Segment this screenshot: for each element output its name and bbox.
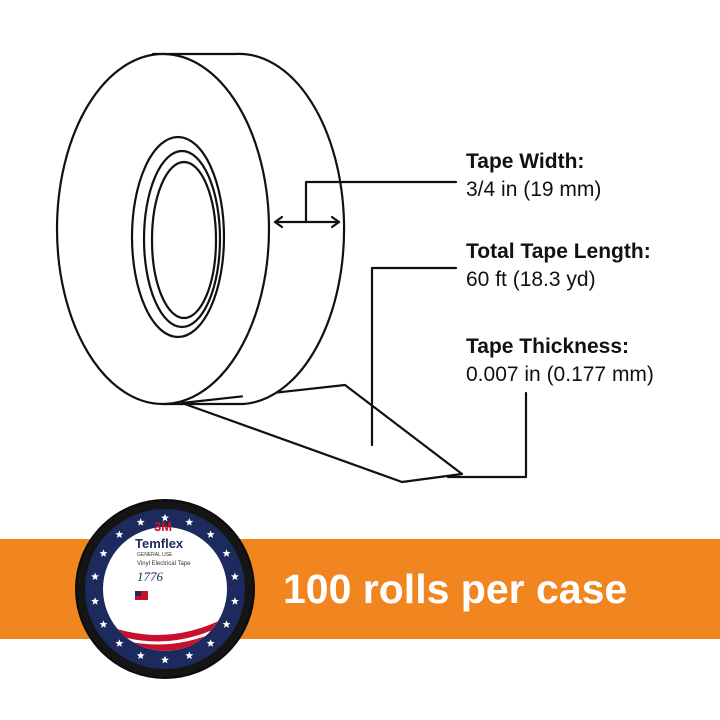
badge-subtitle: GENERAL USE	[137, 552, 173, 558]
star-icon	[115, 639, 124, 647]
product-tape-roll-photo: 3M Temflex GENERAL USE Vinyl Electrical …	[75, 499, 255, 679]
spec-thickness-value: 0.007 in (0.177 mm)	[466, 363, 654, 386]
roll-core-inner	[150, 160, 218, 320]
roll-core-middle	[142, 149, 222, 329]
star-icon	[222, 620, 231, 628]
banner-text: 100 rolls per case	[283, 566, 628, 612]
roll-core-outer	[130, 135, 226, 339]
star-icon	[115, 530, 124, 539]
star-ring	[91, 513, 239, 664]
spec-width-value: 3/4 in (19 mm)	[466, 178, 602, 201]
badge-type: Vinyl Electrical Tape	[137, 561, 191, 567]
star-icon	[206, 530, 215, 539]
star-icon	[230, 597, 239, 605]
star-icon	[230, 572, 239, 581]
star-icon	[136, 651, 145, 660]
badge-brand: 3M	[154, 519, 172, 534]
spec-length-label: Total Tape Length:	[466, 240, 651, 263]
width-leader-line	[304, 180, 458, 224]
spec-thickness-label: Tape Thickness:	[466, 335, 629, 358]
star-icon	[161, 513, 169, 522]
star-icon	[222, 549, 231, 557]
star-icon	[99, 549, 108, 557]
star-icon	[185, 651, 194, 660]
thickness-leader-line	[446, 391, 528, 479]
spec-width-label: Tape Width:	[466, 150, 585, 173]
spec-length-value: 60 ft (18.3 yd)	[466, 268, 596, 291]
spec-tape-length: Total Tape Length: 60 ft (18.3 yd)	[466, 238, 651, 294]
star-icon	[206, 639, 215, 647]
star-icon	[136, 518, 145, 526]
spec-tape-width: Tape Width: 3/4 in (19 mm)	[466, 148, 601, 204]
star-icon	[99, 620, 108, 628]
roll-front-face	[55, 52, 271, 406]
star-icon	[161, 655, 169, 664]
star-icon	[185, 518, 194, 526]
star-icon	[91, 597, 100, 605]
badge-product-name: Temflex	[135, 536, 184, 551]
badge-model: 1776	[137, 569, 164, 584]
length-leader-line	[370, 266, 458, 447]
unrolled-tape-strip	[180, 383, 464, 484]
roll-back-edge	[233, 52, 346, 406]
star-icon	[91, 572, 100, 581]
spec-tape-thickness: Tape Thickness: 0.007 in (0.177 mm)	[466, 333, 654, 389]
